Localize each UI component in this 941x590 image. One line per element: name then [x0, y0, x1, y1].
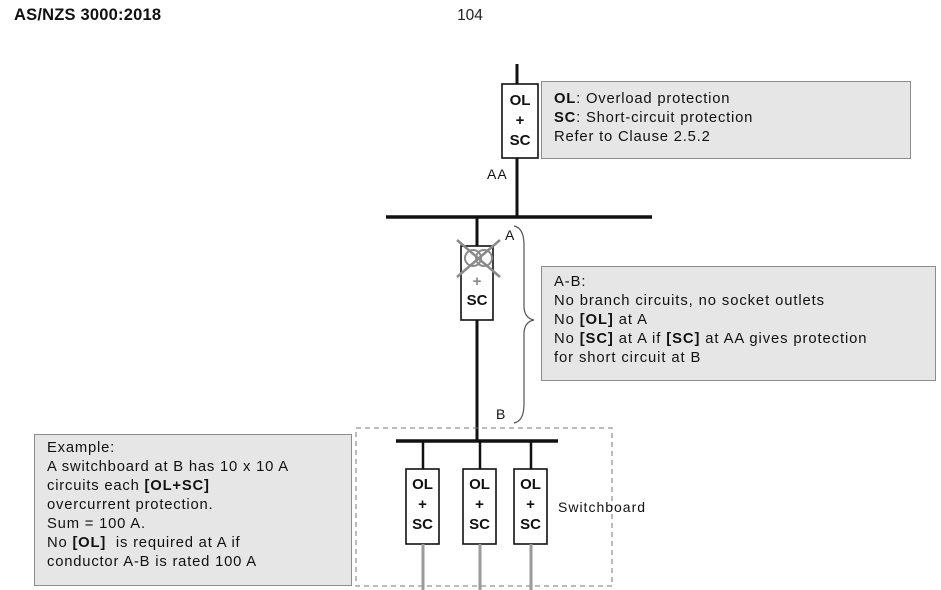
example-line-no-ol: No [OL] is required at A if — [47, 534, 343, 553]
ab-line4-key2: [SC] — [666, 331, 701, 347]
example-line-overcurrent: overcurrent protection. — [47, 497, 214, 513]
switchboard-enclosure — [355, 427, 613, 587]
standard-title: AS/NZS 3000:2018 — [14, 6, 162, 24]
legend-line-clause: Refer to Clause 2.5.2 — [554, 129, 711, 145]
example-line3-key: [OL+SC] — [144, 478, 210, 494]
legend-text-sc: : Short-circuit protection — [576, 110, 754, 126]
example-line3-pre: circuits each — [47, 478, 145, 494]
example-box: Example: A switchboard at B has 10 x 10 … — [34, 434, 352, 586]
legend-line-ol: OL: Overload protection — [554, 90, 902, 109]
board-device-2: OL + SC — [462, 468, 497, 545]
ab-line4-key: [SC] — [579, 331, 614, 347]
ab-line3-pre: No — [554, 312, 580, 328]
ab-line4-post: at AA gives protection — [700, 331, 868, 347]
legend-box: OL: Overload protection SC: Short-circui… — [541, 81, 911, 159]
board-device-1-top: OL — [412, 476, 433, 493]
example-line-switchboard: A switchboard at B has 10 x 10 A — [47, 459, 289, 475]
ab-line4-pre: No — [554, 331, 580, 347]
page-number: 104 — [457, 7, 483, 24]
ab-line-no-sc: No [SC] at A if [SC] at AA gives protect… — [554, 330, 927, 349]
board-device-3-bottom: SC — [520, 516, 541, 533]
board-device-2-mid: + — [475, 496, 484, 513]
label-switchboard: Switchboard — [558, 499, 646, 515]
branch-device-bottom: SC — [467, 292, 488, 309]
main-device-aa: OL + SC — [501, 83, 539, 159]
example-line6-key: [OL] — [72, 535, 107, 551]
main-device-top: OL — [510, 92, 531, 109]
board-device-1: OL + SC — [405, 468, 440, 545]
example-line-heading: Example: — [47, 440, 116, 456]
board-device-3-top: OL — [520, 476, 541, 493]
a-b-conditions-box: A-B: No branch circuits, no socket outle… — [541, 266, 936, 381]
ab-line-short-circuit: for short circuit at B — [554, 350, 702, 366]
ab-line-heading: A-B: — [554, 274, 587, 290]
label-b: B — [496, 406, 506, 422]
legend-key-ol: OL — [554, 91, 577, 107]
board-device-1-bottom: SC — [412, 516, 433, 533]
example-line6-pre: No — [47, 535, 73, 551]
board-device-2-top: OL — [469, 476, 490, 493]
ab-line-no-branch: No branch circuits, no socket outlets — [554, 293, 825, 309]
board-device-2-bottom: SC — [469, 516, 490, 533]
legend-key-sc: SC — [554, 110, 577, 126]
board-device-1-mid: + — [418, 496, 427, 513]
ab-line-no-ol: No [OL] at A — [554, 311, 927, 330]
label-a: A — [505, 227, 515, 243]
main-device-mid: + — [516, 112, 525, 129]
board-device-3-mid: + — [526, 496, 535, 513]
branch-device-mid: + — [473, 273, 482, 290]
label-aa: AA — [487, 166, 508, 182]
example-line6-post: is required at A if — [106, 535, 241, 551]
ab-line3-key: [OL] — [579, 312, 614, 328]
board-device-3: OL + SC — [513, 468, 548, 545]
example-line-circuits: circuits each [OL+SC] — [47, 477, 343, 496]
legend-text-ol: : Overload protection — [576, 91, 731, 107]
legend-line-sc: SC: Short-circuit protection — [554, 109, 902, 128]
main-device-bottom: SC — [510, 132, 531, 149]
ab-line4-mid: at A if — [613, 331, 667, 347]
ab-line3-post: at A — [613, 312, 648, 328]
example-line-sum: Sum = 100 A. — [47, 516, 146, 532]
example-line-conductor: conductor A-B is rated 100 A — [47, 554, 257, 570]
ol-crossed-out-icon — [456, 239, 501, 278]
a-b-brace — [513, 225, 535, 424]
